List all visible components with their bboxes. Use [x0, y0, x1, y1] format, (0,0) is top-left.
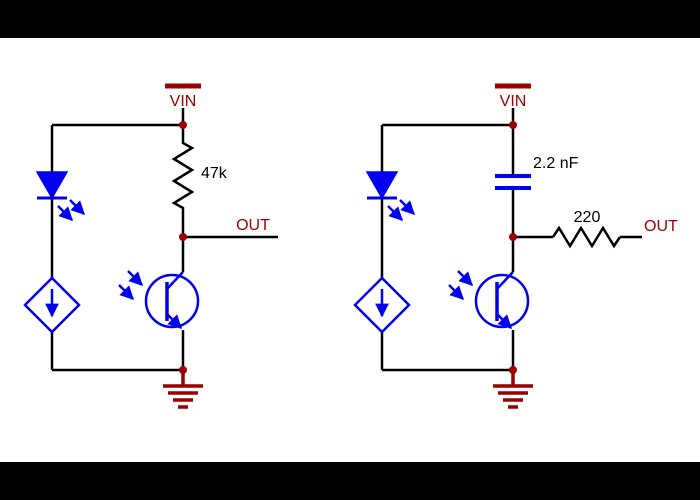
wires [50, 108, 278, 372]
junction-dot [509, 233, 517, 241]
phototransistor [448, 270, 530, 329]
junction-dot [509, 366, 517, 374]
ground-symbol [163, 370, 203, 409]
led-emission-arrow [399, 199, 415, 215]
vin-power-symbol: VIN [495, 83, 531, 110]
junction-dot [179, 121, 187, 129]
incident-light-arrow [457, 270, 473, 286]
junction-dot [509, 121, 517, 129]
emitter-lead [496, 313, 512, 329]
out-label: OUT [236, 217, 270, 234]
vin-label: VIN [500, 93, 527, 110]
junction-dot [179, 366, 187, 374]
capacitor-value-label: 2.2 nF [533, 155, 579, 172]
ground-symbol [493, 370, 533, 409]
led-emission-arrow [69, 199, 85, 215]
resistor-value-label: 47k [201, 165, 228, 182]
out-label: OUT [644, 218, 678, 235]
junction-dot [179, 233, 187, 241]
series-resistor [551, 225, 622, 249]
resistor-value-label: 220 [574, 209, 601, 226]
led-emission-arrow [57, 205, 73, 221]
bottom-letterbox-bar [0, 462, 700, 500]
wires [380, 108, 642, 372]
junction-dots [179, 121, 187, 374]
incident-light-arrow [127, 270, 143, 286]
phototransistor [118, 270, 200, 329]
capacitor [495, 174, 531, 190]
incident-light-arrow [118, 284, 134, 300]
vin-power-symbol: VIN [165, 83, 201, 110]
left-circuit: VIN 47k OUT [23, 83, 278, 409]
pullup-resistor [171, 125, 195, 237]
incident-light-arrow [448, 284, 464, 300]
emitter-lead [166, 313, 182, 329]
vin-label: VIN [170, 93, 197, 110]
current-source [23, 276, 81, 334]
right-circuit: VIN 2.2 nF 220 OUT [353, 83, 678, 409]
junction-dots [509, 121, 517, 374]
current-source [353, 276, 411, 334]
collector-lead [166, 271, 184, 290]
led-emission-arrow [387, 205, 403, 221]
current-source-diamond [353, 276, 411, 334]
collector-lead [496, 271, 514, 290]
led-triangle [365, 171, 399, 200]
led-triangle [35, 171, 69, 200]
led [35, 171, 85, 221]
led [365, 171, 415, 221]
current-source-diamond [23, 276, 81, 334]
top-letterbox-bar [0, 0, 700, 38]
